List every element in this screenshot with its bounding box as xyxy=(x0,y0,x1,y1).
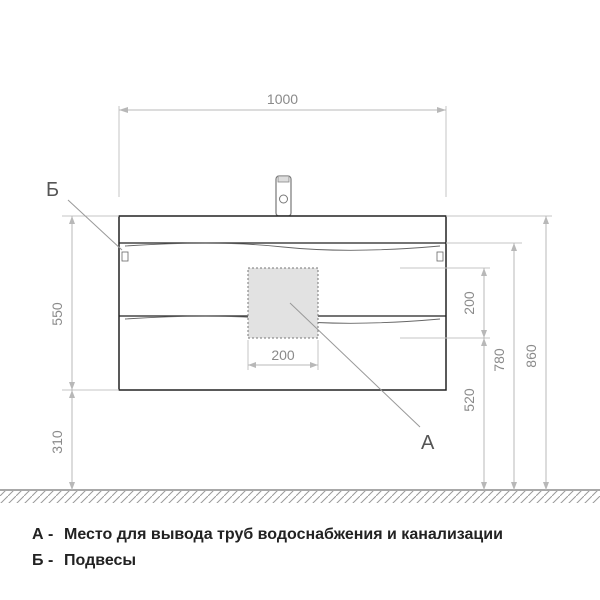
legend-text-b: Подвесы xyxy=(64,552,137,569)
dimension-780: 780 xyxy=(446,242,522,490)
top-drawer-handle xyxy=(124,242,441,251)
legend-key-a: А - xyxy=(32,526,54,543)
legend-key-b: Б - xyxy=(32,552,54,569)
floor-gap-label: 310 xyxy=(49,430,65,454)
callout-b-label: Б xyxy=(46,179,59,201)
opening-height-label: 200 xyxy=(461,291,477,315)
dimension-550: 550 xyxy=(49,215,119,391)
cabinet-height-label: 550 xyxy=(49,302,65,326)
callout-a: А xyxy=(289,302,435,454)
width-1000-label: 1000 xyxy=(267,91,298,107)
hanger-left xyxy=(121,251,129,262)
callout-a-label: А xyxy=(421,432,435,454)
pipe-outlet-area xyxy=(247,267,319,339)
dimension-520: 520 xyxy=(461,338,487,490)
height-860-label: 860 xyxy=(523,344,539,368)
opening-width-label: 200 xyxy=(271,347,295,363)
faucet xyxy=(275,175,292,217)
legend-text-a: Место для вывода труб водоснабжения и ка… xyxy=(64,526,503,543)
dimension-width-1000: 1000 xyxy=(118,91,447,197)
dimension-opening-width: 200 xyxy=(247,340,319,370)
legend-item-b: Б - Подвесы xyxy=(32,548,503,574)
dimension-310: 310 xyxy=(49,390,75,490)
dimension-860: 860 xyxy=(446,215,552,490)
height-780-label: 780 xyxy=(491,348,507,372)
legend-item-a: А - Место для вывода труб водоснабжения и… xyxy=(32,522,503,548)
hanger-right xyxy=(436,251,444,262)
opening-floor-height-label: 520 xyxy=(461,388,477,412)
callout-b: Б xyxy=(46,179,123,251)
floor xyxy=(0,489,600,503)
legend: А - Место для вывода труб водоснабжения и… xyxy=(32,522,503,574)
floor-hatching xyxy=(0,491,600,503)
dimension-opening-height: 200 xyxy=(400,267,490,339)
